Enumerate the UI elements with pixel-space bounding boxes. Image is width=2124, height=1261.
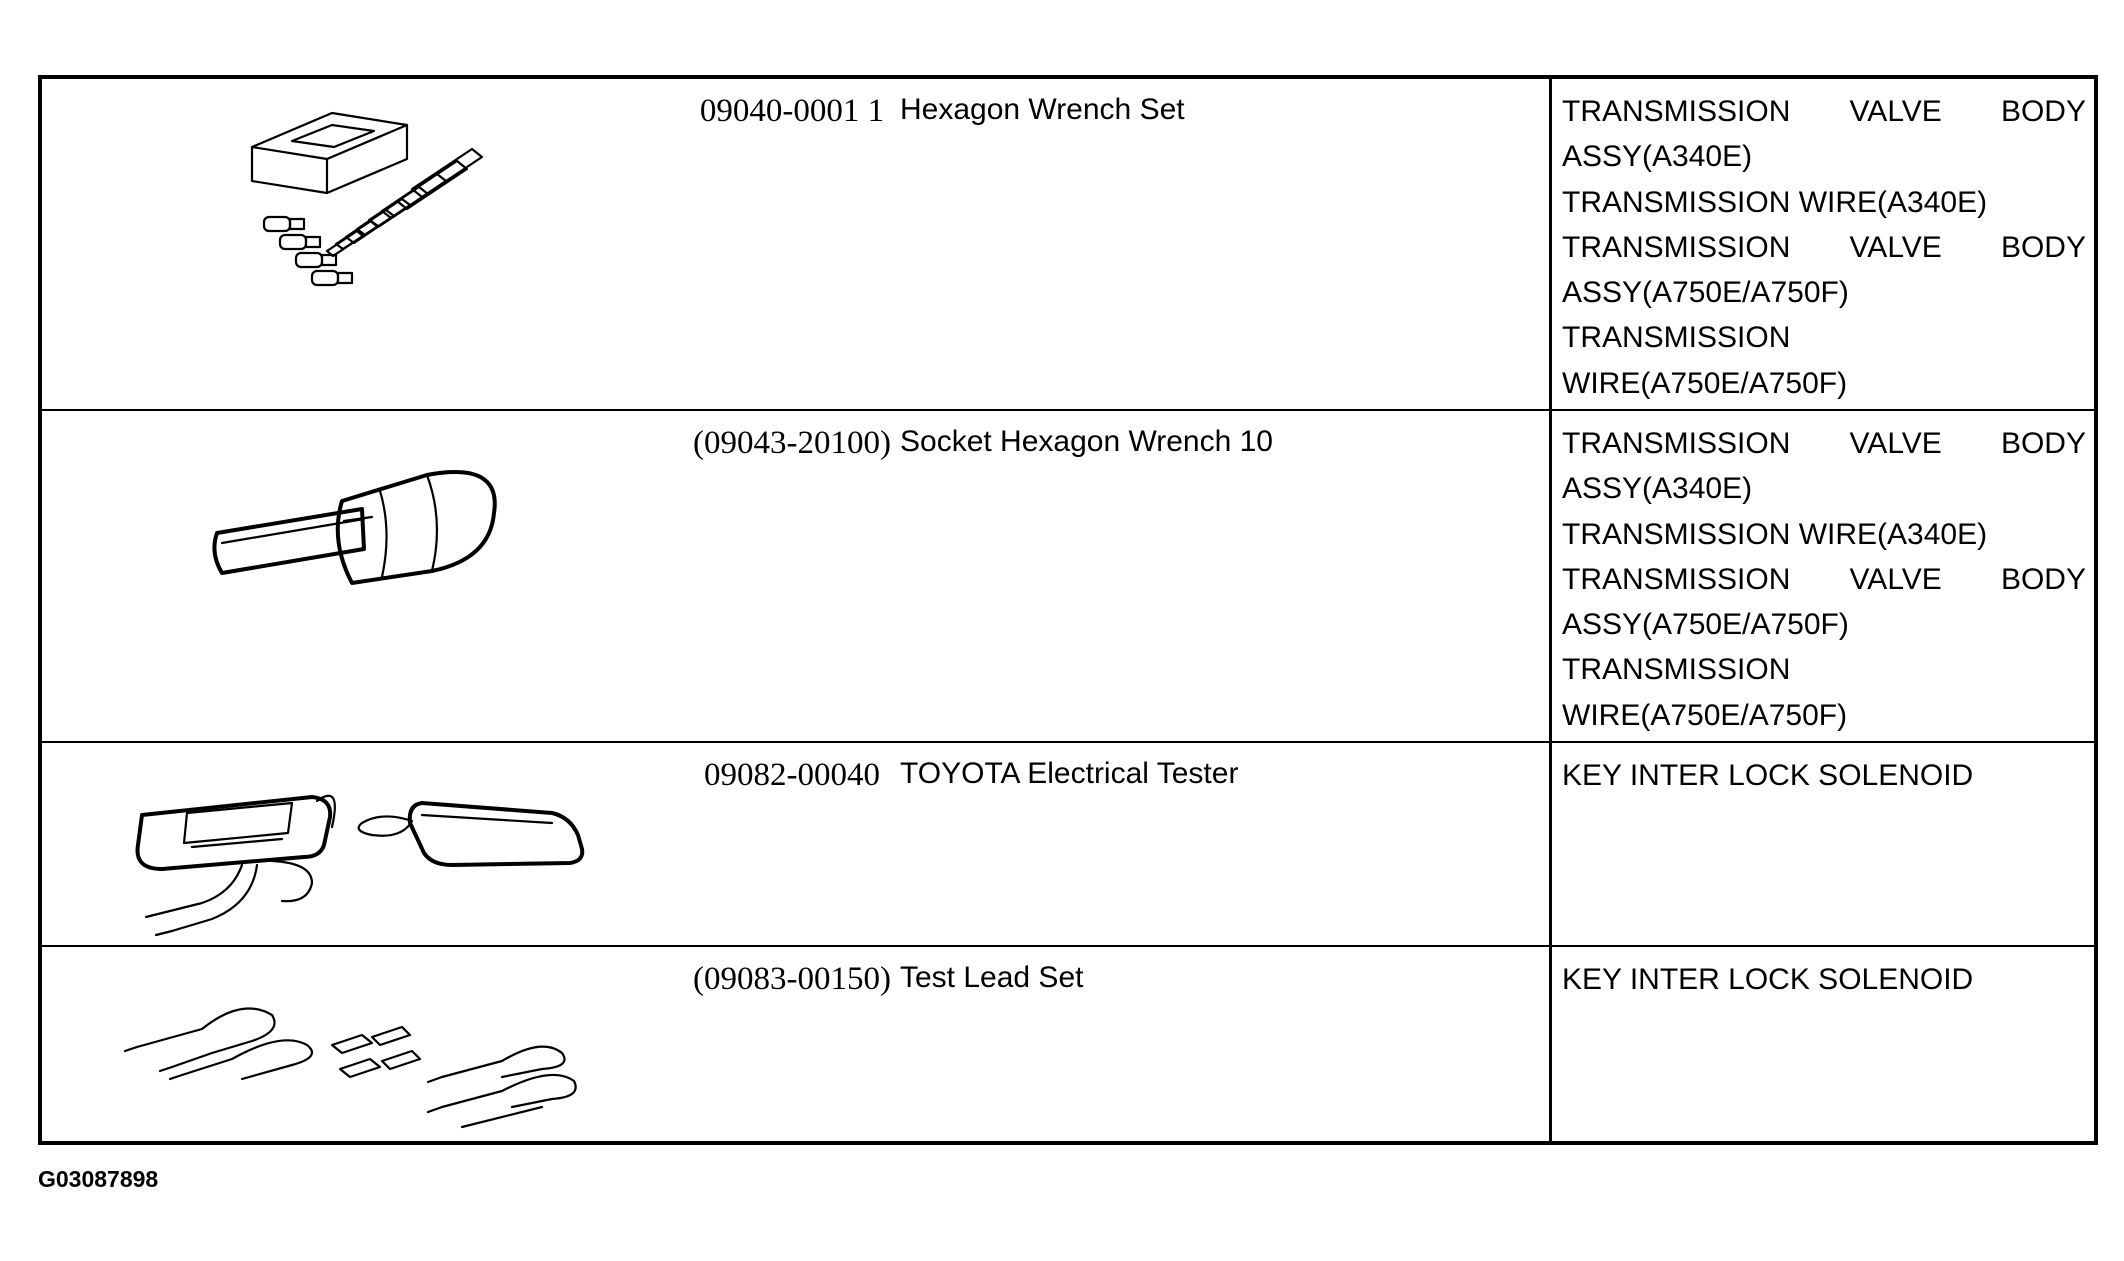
application-line: TRANSMISSION VALVE BODY [1562, 95, 2086, 128]
hexagon-wrench-set-illustration [82, 89, 642, 289]
application-line: TRANSMISSION VALVE BODY [1562, 562, 2086, 596]
application-line: WIRE(A750E/A750F) [1562, 698, 1848, 732]
application-line: TRANSMISSION WIRE(A340E) [1562, 185, 1988, 219]
application-line: WIRE(A750E/A750F) [1562, 366, 1848, 400]
tool-name: Test Lead Set [900, 961, 1084, 994]
part-number: 09082-00040 [704, 757, 880, 793]
application-line: ASSY(A340E) [1562, 140, 1753, 174]
special-tools-table: 09040-0001 1 Hexagon Wrench Set TRANSMIS… [38, 75, 2098, 1145]
part-number: (09043-20100) [693, 425, 891, 461]
tool-name: Hexagon Wrench Set [900, 93, 1185, 126]
test-lead-set-illustration [82, 957, 642, 1137]
part-number: 09040-0001 1 [699, 93, 885, 129]
application-line: TRANSMISSION [1562, 653, 1791, 687]
table-row: 09082-00040 TOYOTA Electrical Tester KEY… [42, 741, 2094, 945]
tool-name: TOYOTA Electrical Tester [900, 757, 1239, 790]
table-row: 09040-0001 1 Hexagon Wrench Set TRANSMIS… [42, 79, 2094, 409]
application-line: ASSY(A750E/A750F) [1562, 276, 1849, 310]
applications-list: KEY INTER LOCK SOLENOID [1562, 957, 2086, 1002]
application-line: KEY INTER LOCK SOLENOID [1562, 963, 1974, 996]
application-line: TRANSMISSION VALVE BODY [1562, 230, 2086, 264]
application-line: ASSY(A340E) [1562, 472, 1753, 506]
figure-id: G03087898 [38, 1166, 159, 1192]
application-line: KEY INTER LOCK SOLENOID [1562, 759, 1974, 792]
application-line: TRANSMISSION [1562, 321, 1791, 355]
column-divider [1549, 79, 1552, 1141]
applications-list: TRANSMISSION VALVE BODY ASSY(A340E) TRAN… [1562, 89, 2086, 406]
part-number: (09083-00150) [693, 961, 891, 997]
table-row: (09083-00150) Test Lead Set KEY INTER LO… [42, 945, 2094, 1141]
application-line: ASSY(A750E/A750F) [1562, 608, 1849, 642]
application-line: TRANSMISSION WIRE(A340E) [1562, 517, 1988, 551]
table-row: (09043-20100) Socket Hexagon Wrench 10 T… [42, 409, 2094, 741]
electrical-tester-illustration [82, 753, 642, 943]
socket-hexagon-wrench-illustration [82, 421, 642, 621]
tool-name: Socket Hexagon Wrench 10 [900, 425, 1273, 458]
applications-list: KEY INTER LOCK SOLENOID [1562, 753, 2086, 798]
application-line: TRANSMISSION VALVE BODY [1562, 427, 2086, 460]
applications-list: TRANSMISSION VALVE BODY ASSY(A340E) TRAN… [1562, 421, 2086, 738]
